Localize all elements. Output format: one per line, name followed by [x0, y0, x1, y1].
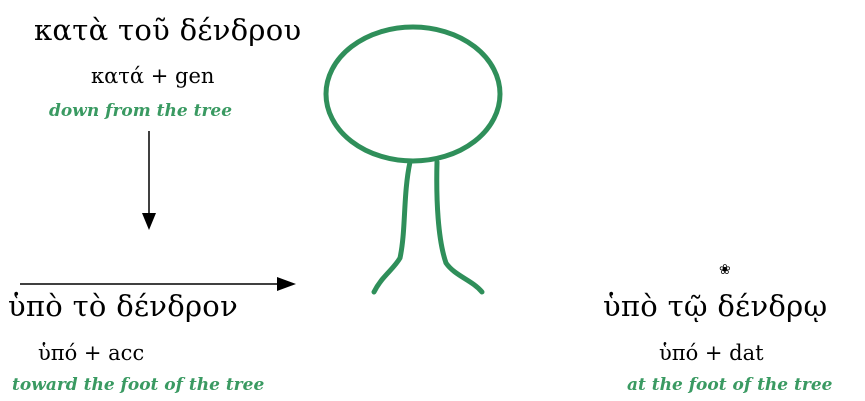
- grammar-hypo-dat: ὑπό + dat: [659, 343, 764, 364]
- phrase-hypo-dative: ὑπὸ τῷ δένδρῳ: [603, 292, 827, 321]
- phrase-kata-genitive: κατὰ τοῦ δένδρου: [34, 16, 301, 45]
- tree-trunk-right: [437, 162, 482, 292]
- down-arrowhead: [142, 213, 156, 230]
- gloss-toward-foot: toward the foot of the tree: [12, 377, 264, 394]
- bug-icon: ❀: [719, 263, 731, 277]
- phrase-hypo-accusative: ὑπὸ τὸ δένδρον: [8, 292, 238, 321]
- tree-trunk-left: [374, 162, 410, 292]
- right-arrowhead: [277, 277, 296, 291]
- gloss-at-foot: at the foot of the tree: [627, 377, 832, 394]
- grammar-kata-gen: κατά + gen: [91, 66, 214, 87]
- grammar-hypo-acc: ὑπό + acc: [38, 343, 144, 364]
- tree-crown: [326, 27, 500, 161]
- gloss-down-from-tree: down from the tree: [49, 103, 232, 120]
